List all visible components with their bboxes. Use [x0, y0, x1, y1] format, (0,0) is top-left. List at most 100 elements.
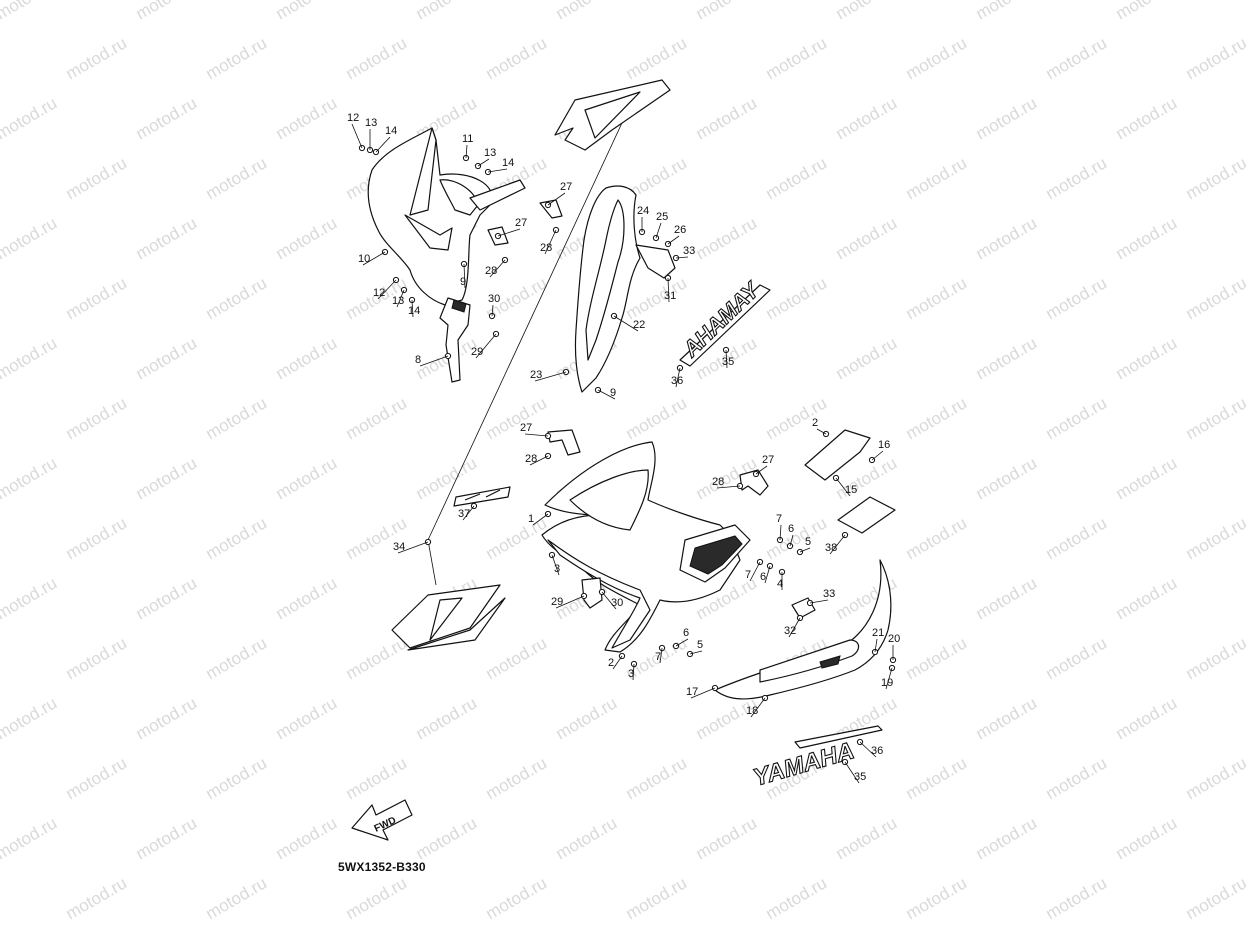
callout-7: 7 — [745, 569, 751, 581]
callout-20: 20 — [888, 633, 900, 645]
callout-18: 18 — [746, 705, 758, 717]
watermark-text: motod.ru — [203, 273, 271, 323]
watermark-text: motod.ru — [833, 0, 901, 23]
callout-4: 4 — [777, 578, 783, 590]
watermark-text: motod.ru — [1113, 813, 1181, 863]
watermark-text: motod.ru — [0, 213, 60, 263]
watermark-text: motod.ru — [343, 33, 411, 83]
watermark-text: motod.ru — [1183, 873, 1246, 923]
callout-31: 31 — [664, 290, 676, 302]
watermark-text: motod.ru — [203, 873, 271, 923]
callout-7: 7 — [655, 651, 661, 663]
watermark-text: motod.ru — [833, 93, 901, 143]
watermark-text: motod.ru — [203, 393, 271, 443]
watermark-text: motod.ru — [973, 813, 1041, 863]
callout-34: 34 — [393, 541, 405, 553]
leader-line-27 — [525, 434, 548, 436]
leader-line-14 — [488, 169, 507, 172]
callout-35: 35 — [722, 356, 734, 368]
watermark-text: motod.ru — [0, 0, 60, 23]
callout-30: 30 — [611, 597, 623, 609]
watermark-text: motod.ru — [0, 693, 60, 743]
callout-9: 9 — [460, 276, 466, 288]
callout-13: 13 — [392, 295, 404, 307]
callout-15: 15 — [845, 484, 857, 496]
watermark-text: motod.ru — [1113, 453, 1181, 503]
callout-12: 12 — [373, 287, 385, 299]
watermark-text: motod.ru — [763, 873, 831, 923]
callout-27: 27 — [520, 422, 532, 434]
callout-21: 21 — [872, 627, 884, 639]
watermark-text: motod.ru — [1183, 273, 1246, 323]
watermark-text: motod.ru — [273, 813, 341, 863]
callout-27: 27 — [515, 217, 527, 229]
watermark-text: motod.ru — [903, 873, 971, 923]
callout-3: 3 — [554, 563, 560, 575]
callout-11: 11 — [462, 133, 473, 145]
callout-17: 17 — [686, 686, 698, 698]
watermark-text: motod.ru — [623, 873, 691, 923]
callout-14: 14 — [385, 125, 397, 137]
watermark-text: motod.ru — [903, 273, 971, 323]
leader-line-13 — [478, 159, 489, 166]
watermark-text: motod.ru — [763, 273, 831, 323]
watermark-text: motod.ru — [1183, 33, 1246, 83]
callout-29: 29 — [471, 346, 483, 358]
watermark-text: motod.ru — [903, 633, 971, 683]
watermark-text: motod.ru — [483, 753, 551, 803]
watermark-text: motod.ru — [1113, 0, 1181, 23]
callout-14: 14 — [408, 305, 420, 317]
callout-19: 19 — [881, 677, 893, 689]
watermark-text: motod.ru — [763, 33, 831, 83]
watermark-text: motod.ru — [1043, 33, 1111, 83]
watermark-text: motod.ru — [553, 813, 621, 863]
watermark-text: motod.ru — [133, 813, 201, 863]
watermark-text: motod.ru — [903, 753, 971, 803]
watermark-text: motod.ru — [63, 633, 131, 683]
callout-29: 29 — [551, 596, 563, 608]
emblem-37 — [454, 487, 510, 506]
watermark-text: motod.ru — [1183, 393, 1246, 443]
callout-13: 13 — [365, 117, 377, 129]
watermark-text: motod.ru — [833, 213, 901, 263]
callout-8: 8 — [415, 354, 421, 366]
watermark-text: motod.ru — [133, 333, 201, 383]
callout-38: 38 — [825, 542, 837, 554]
leader-line-26 — [668, 236, 679, 244]
watermark-text: motod.ru — [903, 513, 971, 563]
watermark-text: motod.ru — [273, 453, 341, 503]
watermark-text: motod.ru — [133, 573, 201, 623]
watermark-text: motod.ru — [273, 213, 341, 263]
watermark-text: motod.ru — [833, 333, 901, 383]
watermark-text: motod.ru — [973, 333, 1041, 383]
watermark-text: motod.ru — [973, 573, 1041, 623]
watermark-text: motod.ru — [693, 693, 761, 743]
watermark-text: motod.ru — [483, 513, 551, 563]
watermark-text: motod.ru — [973, 693, 1041, 743]
watermark-text: motod.ru — [0, 813, 60, 863]
leader-line-25 — [656, 223, 661, 238]
watermark-text: motod.ru — [203, 513, 271, 563]
watermark-text: motod.ru — [63, 153, 131, 203]
callout-37: 37 — [458, 508, 470, 520]
watermark-text: motod.ru — [553, 693, 621, 743]
watermark-text: motod.ru — [693, 93, 761, 143]
leader-line-7 — [750, 562, 760, 581]
watermark-text: motod.ru — [63, 393, 131, 443]
watermark-text: motod.ru — [693, 0, 761, 23]
watermark-text: motod.ru — [0, 333, 60, 383]
watermark-text: motod.ru — [1043, 873, 1111, 923]
watermark-text: motod.ru — [133, 0, 201, 23]
callout-24: 24 — [637, 205, 649, 217]
callout-27: 27 — [560, 181, 572, 193]
watermark-text: motod.ru — [973, 93, 1041, 143]
watermark-text: motod.ru — [763, 513, 831, 563]
watermark-text: motod.ru — [903, 153, 971, 203]
watermark-text: motod.ru — [1113, 693, 1181, 743]
callout-28: 28 — [525, 453, 537, 465]
callout-5: 5 — [805, 536, 811, 548]
callout-28: 28 — [712, 476, 724, 488]
watermark-text: motod.ru — [623, 393, 691, 443]
watermark-text: motod.ru — [1043, 633, 1111, 683]
